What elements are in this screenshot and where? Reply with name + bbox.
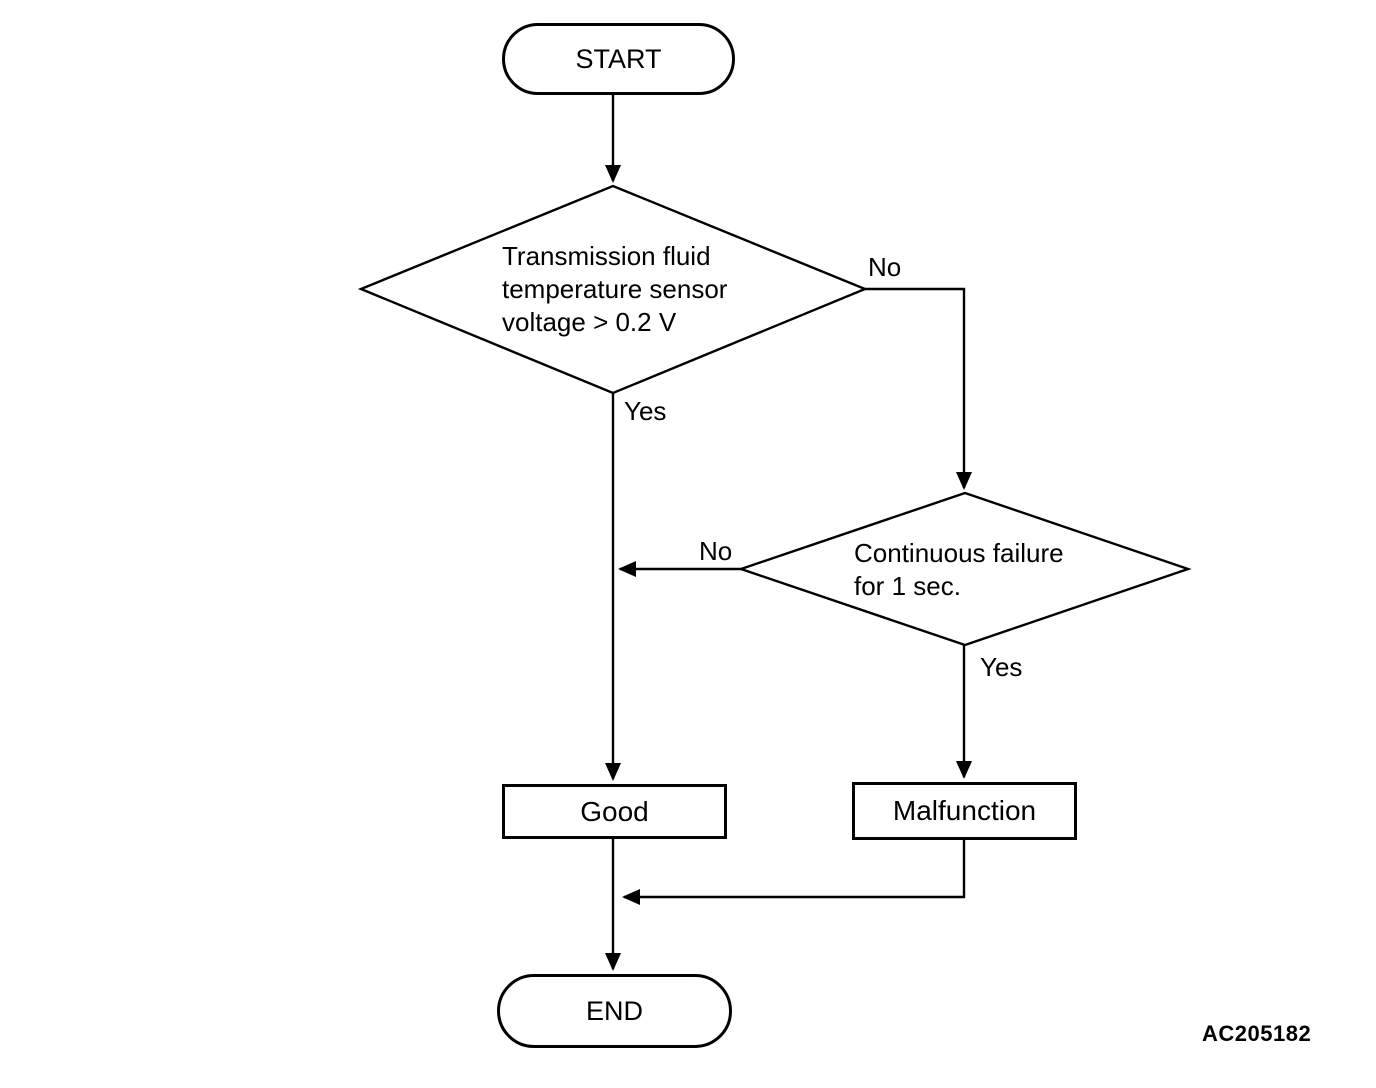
edge-malfunction-to-merge — [622, 840, 966, 905]
decision2-no-label: No — [699, 536, 733, 566]
end-label: END — [585, 995, 643, 1026]
malfunction-node: Malfunction — [852, 782, 1077, 840]
start-node: START — [502, 23, 735, 95]
start-label: START — [575, 43, 662, 74]
decision1-yes-label: Yes — [624, 396, 667, 426]
good-label: Good — [580, 795, 649, 827]
decision1-no-label: No — [868, 252, 902, 282]
decision2-yes-label: Yes — [980, 652, 1023, 682]
malfunction-label: Malfunction — [892, 795, 1037, 826]
decision-2-shape — [737, 491, 1192, 647]
decision-2-label: Continuous failure for 1 sec. — [854, 538, 1064, 601]
end-node: END — [497, 974, 732, 1048]
figure-code: AC205182 — [1202, 1021, 1312, 1046]
decision-1-label: Transmission fluid temperature sensor vo… — [502, 241, 728, 337]
good-node: Good — [502, 784, 727, 839]
edge-decision1-no-to-decision2 — [865, 287, 972, 490]
